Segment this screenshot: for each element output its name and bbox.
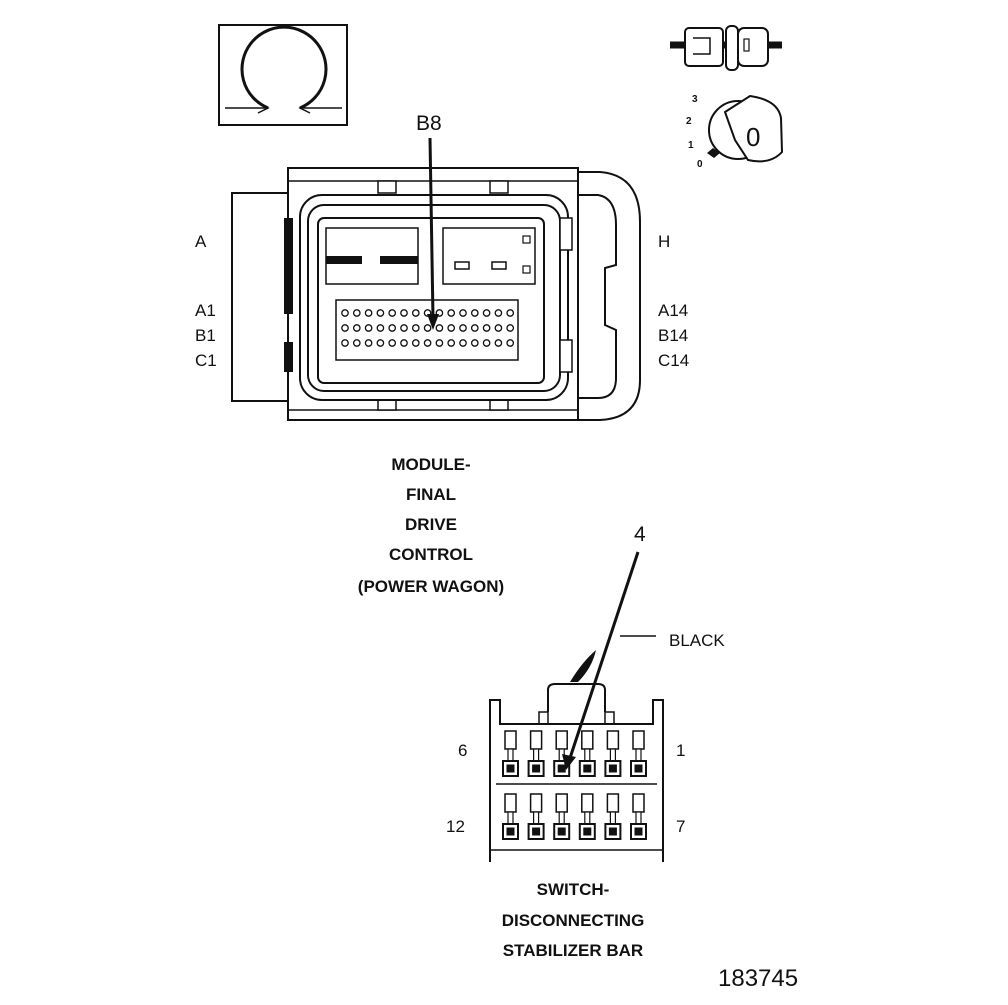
connector-pin — [459, 309, 467, 317]
connector-pin — [352, 309, 361, 317]
module-caption-line: (POWER WAGON) — [358, 577, 504, 596]
connector-pin — [423, 339, 432, 347]
switch-cavity — [604, 730, 622, 777]
connector-pin — [352, 324, 361, 332]
module-side-label-c14: C14 — [658, 351, 689, 370]
connector-pin — [352, 339, 361, 347]
connector-pin — [400, 309, 408, 317]
connector-pin — [376, 339, 385, 347]
module-side-label-c1: C1 — [195, 351, 217, 370]
switch-pointer-label: 4 — [634, 523, 646, 546]
switch-pin-label-top-left: 6 — [458, 741, 467, 760]
switch-cavity — [527, 793, 545, 840]
connector-pin — [482, 324, 491, 332]
switch-cavity — [604, 793, 622, 840]
connector-pin — [470, 309, 479, 317]
key-position-0: 0 — [697, 159, 703, 170]
figure-id: 183745 — [718, 965, 798, 992]
connector-pin — [506, 324, 515, 332]
switch-pin-pointer: 4 — [562, 523, 646, 770]
module-caption-line: FINAL — [406, 485, 456, 504]
switch-cavity — [502, 793, 519, 840]
connector-pin — [388, 324, 397, 332]
module-caption-line: CONTROL — [389, 545, 473, 564]
connector-pin — [447, 339, 456, 347]
key-position-3: 3 — [692, 94, 698, 105]
module-caption-line: MODULE- — [391, 455, 470, 474]
connector-pin — [470, 324, 479, 332]
module-side-label-a14: A14 — [658, 301, 688, 320]
module-caption: MODULE- FINAL DRIVE CONTROL (POWER WAGON… — [358, 455, 504, 596]
color-callout: BLACK — [620, 631, 725, 650]
connector-pin — [411, 339, 420, 347]
connector-pin — [506, 309, 515, 317]
module-pin-pointer: B8 — [416, 112, 442, 330]
connector-pin — [459, 339, 467, 347]
switch-cavity — [553, 793, 571, 840]
switch-pin-label-bottom-left: 12 — [446, 817, 465, 836]
connector-pin — [388, 339, 397, 347]
switch-cavity — [502, 730, 519, 777]
switch-cavity — [578, 730, 596, 777]
connector-pin — [447, 324, 456, 332]
rotation-view-icon — [218, 24, 348, 126]
connector-pin — [341, 339, 349, 347]
module-pointer-label: B8 — [416, 112, 442, 135]
key-position-1: 1 — [688, 140, 694, 151]
connector-pin — [482, 339, 491, 347]
connector-pin — [376, 309, 385, 317]
connector-pin — [494, 309, 503, 317]
connector-pin — [494, 339, 503, 347]
module-side-label-b1: B1 — [195, 326, 216, 345]
connector-pin — [459, 324, 467, 332]
connector-mating-icon — [670, 25, 782, 71]
module-side-label-a1: A1 — [195, 301, 216, 320]
module-side-label-b14: B14 — [658, 326, 688, 345]
connector-color-label: BLACK — [669, 631, 725, 650]
connector-pin — [435, 339, 444, 347]
switch-cavity — [578, 793, 596, 840]
switch-caption-line: SWITCH- — [537, 880, 610, 899]
connector-pin — [494, 324, 503, 332]
connector-pin — [447, 309, 456, 317]
module-side-label-a: A — [195, 232, 207, 251]
connector-pin — [364, 324, 373, 332]
key-position-2: 2 — [686, 116, 692, 127]
module-connector: A A1 B1 C1 H A14 B14 C14 — [195, 167, 689, 421]
switch-cavity — [630, 730, 647, 777]
switch-connector: 6 1 12 7 — [446, 650, 685, 862]
connector-pin — [341, 309, 349, 317]
key-position-icon: 3 2 1 0 0 — [686, 94, 784, 170]
connector-pin — [470, 339, 479, 347]
switch-caption: SWITCH- DISCONNECTING STABILIZER BAR — [502, 880, 645, 960]
switch-cavity — [630, 793, 647, 840]
switch-cavity — [553, 730, 571, 777]
switch-caption-line: STABILIZER BAR — [503, 941, 643, 960]
key-label: 0 — [746, 122, 760, 152]
switch-caption-line: DISCONNECTING — [502, 911, 645, 930]
connector-pin — [423, 324, 432, 332]
connector-pin — [376, 324, 385, 332]
connector-pin — [364, 339, 373, 347]
connector-pin — [341, 324, 349, 332]
connector-pin — [482, 309, 491, 317]
switch-cavity-field — [502, 730, 647, 840]
connector-pin — [411, 324, 420, 332]
module-pin-field — [341, 309, 515, 347]
switch-pin-label-bottom-right: 7 — [676, 817, 685, 836]
connector-pin — [411, 309, 420, 317]
connector-pin — [388, 309, 397, 317]
connector-pin — [506, 339, 515, 347]
connector-pin — [400, 324, 408, 332]
module-side-label-h: H — [658, 232, 670, 251]
module-caption-line: DRIVE — [405, 515, 457, 534]
connector-pin — [435, 324, 444, 332]
connector-pin — [364, 309, 373, 317]
switch-cavity — [527, 730, 545, 777]
connector-pin — [400, 339, 408, 347]
switch-pin-label-top-right: 1 — [676, 741, 685, 760]
